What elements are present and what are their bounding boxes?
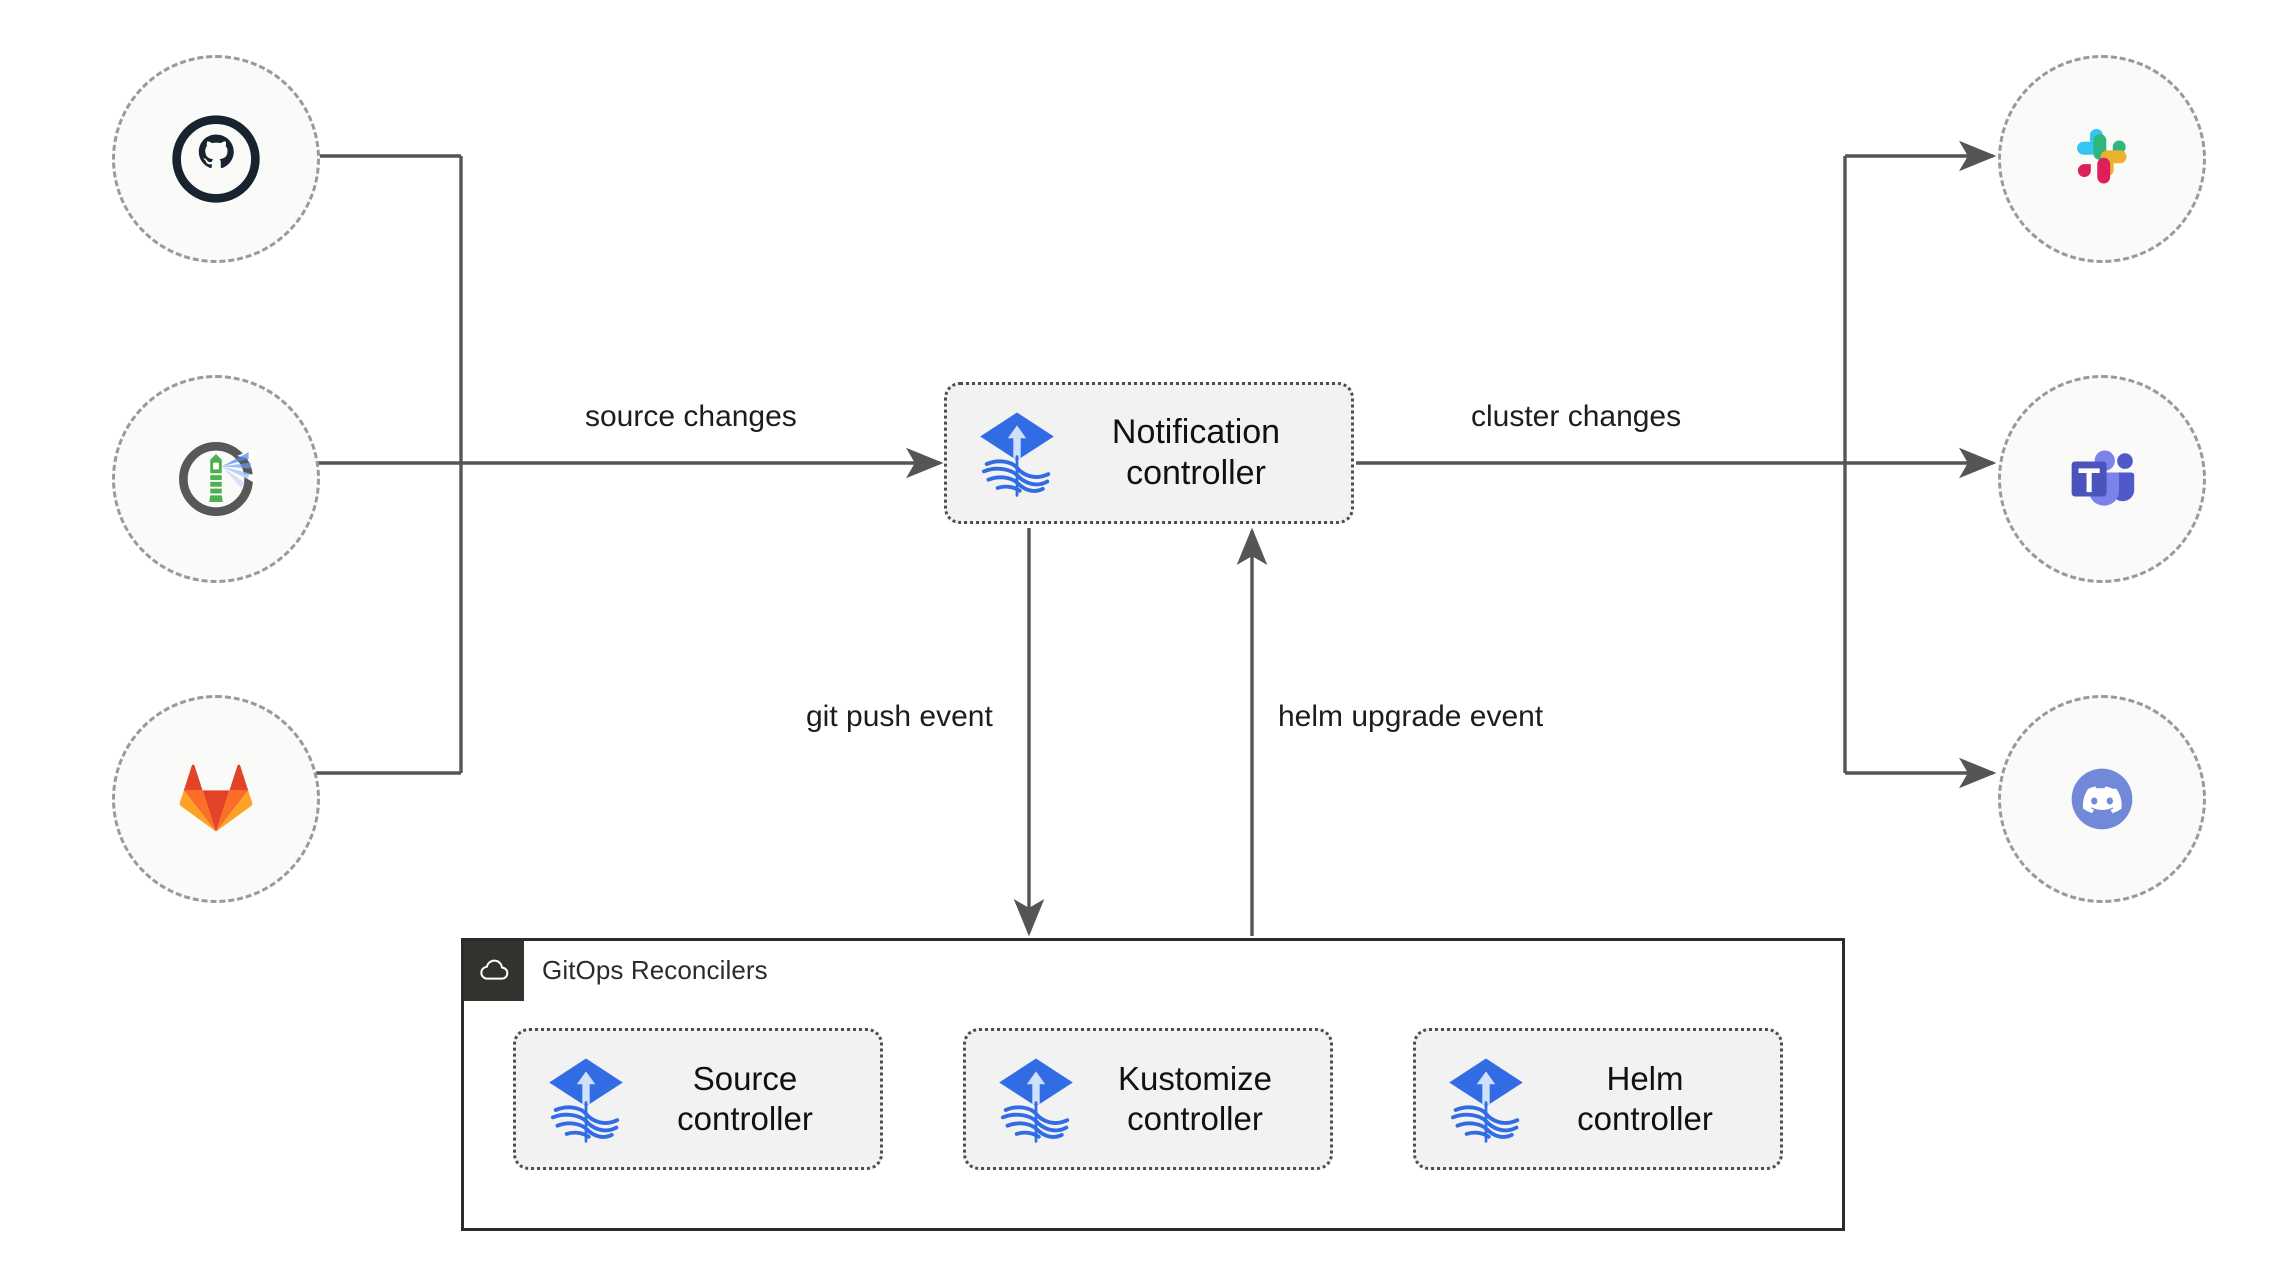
target-node-discord[interactable] bbox=[1998, 695, 2206, 903]
harbor-lighthouse-icon bbox=[166, 429, 266, 529]
node-kustomize-controller[interactable]: Kustomize controller bbox=[963, 1028, 1333, 1170]
group-title: GitOps Reconcilers bbox=[542, 955, 768, 985]
target-node-microsoft-teams[interactable] bbox=[1998, 375, 2206, 583]
cloud-icon bbox=[464, 941, 524, 1001]
node-label: Helm controller bbox=[1577, 1059, 1713, 1137]
node-helm-controller[interactable]: Helm controller bbox=[1413, 1028, 1783, 1170]
flux-logo-icon bbox=[540, 1053, 632, 1145]
discord-icon bbox=[2052, 749, 2152, 849]
microsoft-teams-icon bbox=[2052, 429, 2152, 529]
node-label: Notification controller bbox=[1111, 412, 1281, 492]
slack-icon bbox=[2052, 109, 2152, 209]
flux-logo-icon bbox=[990, 1053, 1082, 1145]
edge-label-helm-upgrade-event: helm upgrade event bbox=[1278, 700, 1544, 733]
edge-label-cluster-changes: cluster changes bbox=[1471, 400, 1682, 433]
node-label: Kustomize controller bbox=[1117, 1059, 1273, 1137]
github-icon bbox=[166, 109, 266, 209]
gitlab-icon bbox=[166, 749, 266, 849]
target-node-slack[interactable] bbox=[1998, 55, 2206, 263]
edge-label-git-push-event: git push event bbox=[806, 700, 993, 733]
node-source-controller[interactable]: Source controller bbox=[513, 1028, 883, 1170]
flux-logo-icon bbox=[1440, 1053, 1532, 1145]
source-node-gitlab[interactable] bbox=[112, 695, 320, 903]
source-node-harbor[interactable] bbox=[112, 375, 320, 583]
edge-label-source-changes: source changes bbox=[585, 400, 797, 433]
node-notification-controller[interactable]: Notification controller bbox=[944, 382, 1354, 524]
source-node-github[interactable] bbox=[112, 55, 320, 263]
flux-logo-icon bbox=[971, 407, 1063, 499]
node-label: Source controller bbox=[677, 1059, 813, 1137]
